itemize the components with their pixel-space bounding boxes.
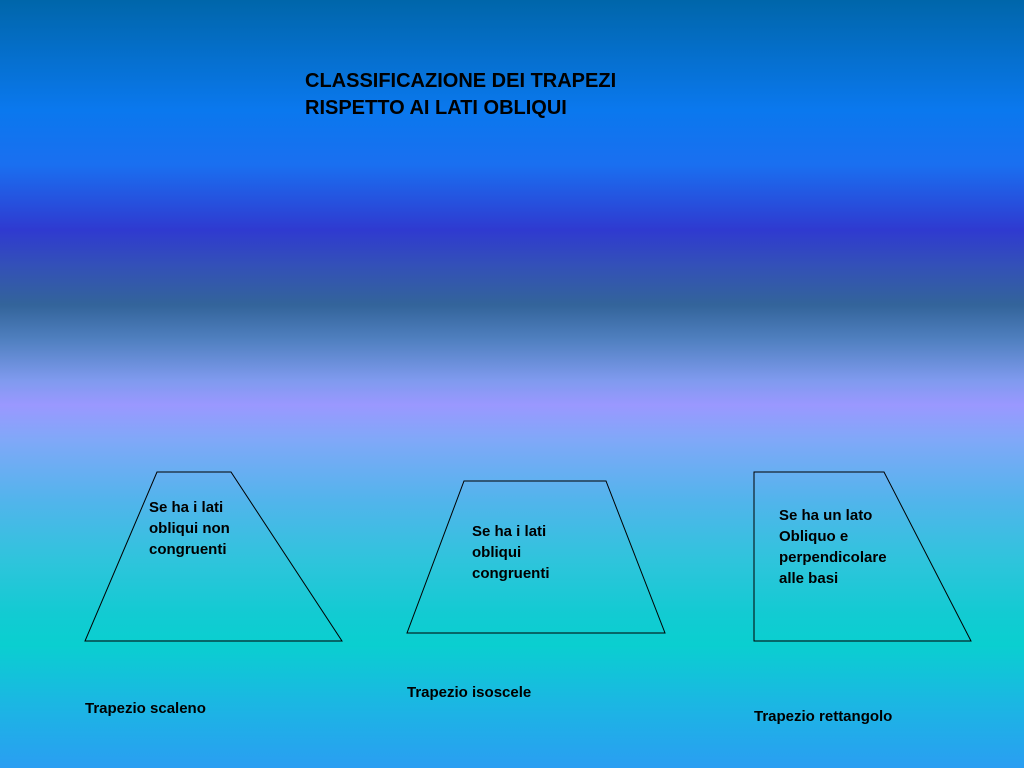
scaleno-description-line: congruenti [149, 541, 227, 558]
trapezoid-scaleno-shape [84, 471, 343, 642]
scaleno-description: Se ha i lati obliqui non congruenti [149, 497, 230, 560]
rettangolo-description-line: Se ha un lato [779, 507, 873, 524]
trapezoid-rettangolo-shape [753, 471, 972, 642]
isoscele-description-line: Se ha i lati [472, 523, 547, 540]
rettangolo-description: Se ha un lato Obliquo e perpendicolare a… [779, 505, 887, 589]
trapezoid-isoscele-shape [406, 480, 666, 634]
title-line-1: CLASSIFICAZIONE DEI TRAPEZI [305, 70, 617, 92]
rettangolo-caption: Trapezio rettangolo [754, 708, 893, 725]
scaleno-description-line: Se ha i lati [149, 499, 224, 516]
isoscele-caption: Trapezio isoscele [407, 684, 532, 701]
isoscele-description-line: congruenti [472, 565, 550, 582]
isoscele-description: Se ha i lati obliqui congruenti [472, 521, 550, 584]
title-line-2: RISPETTO AI LATI OBLIQUI [305, 97, 567, 119]
scaleno-description-line: obliqui non [149, 520, 230, 537]
rettangolo-description-line: alle basi [779, 570, 839, 587]
rettangolo-description-line: Obliquo e [779, 528, 849, 545]
scaleno-caption: Trapezio scaleno [85, 700, 206, 717]
isoscele-description-line: obliqui [472, 544, 522, 561]
slide-title: CLASSIFICAZIONE DEI TRAPEZI RISPETTO AI … [305, 68, 765, 122]
rettangolo-description-line: perpendicolare [779, 549, 887, 566]
